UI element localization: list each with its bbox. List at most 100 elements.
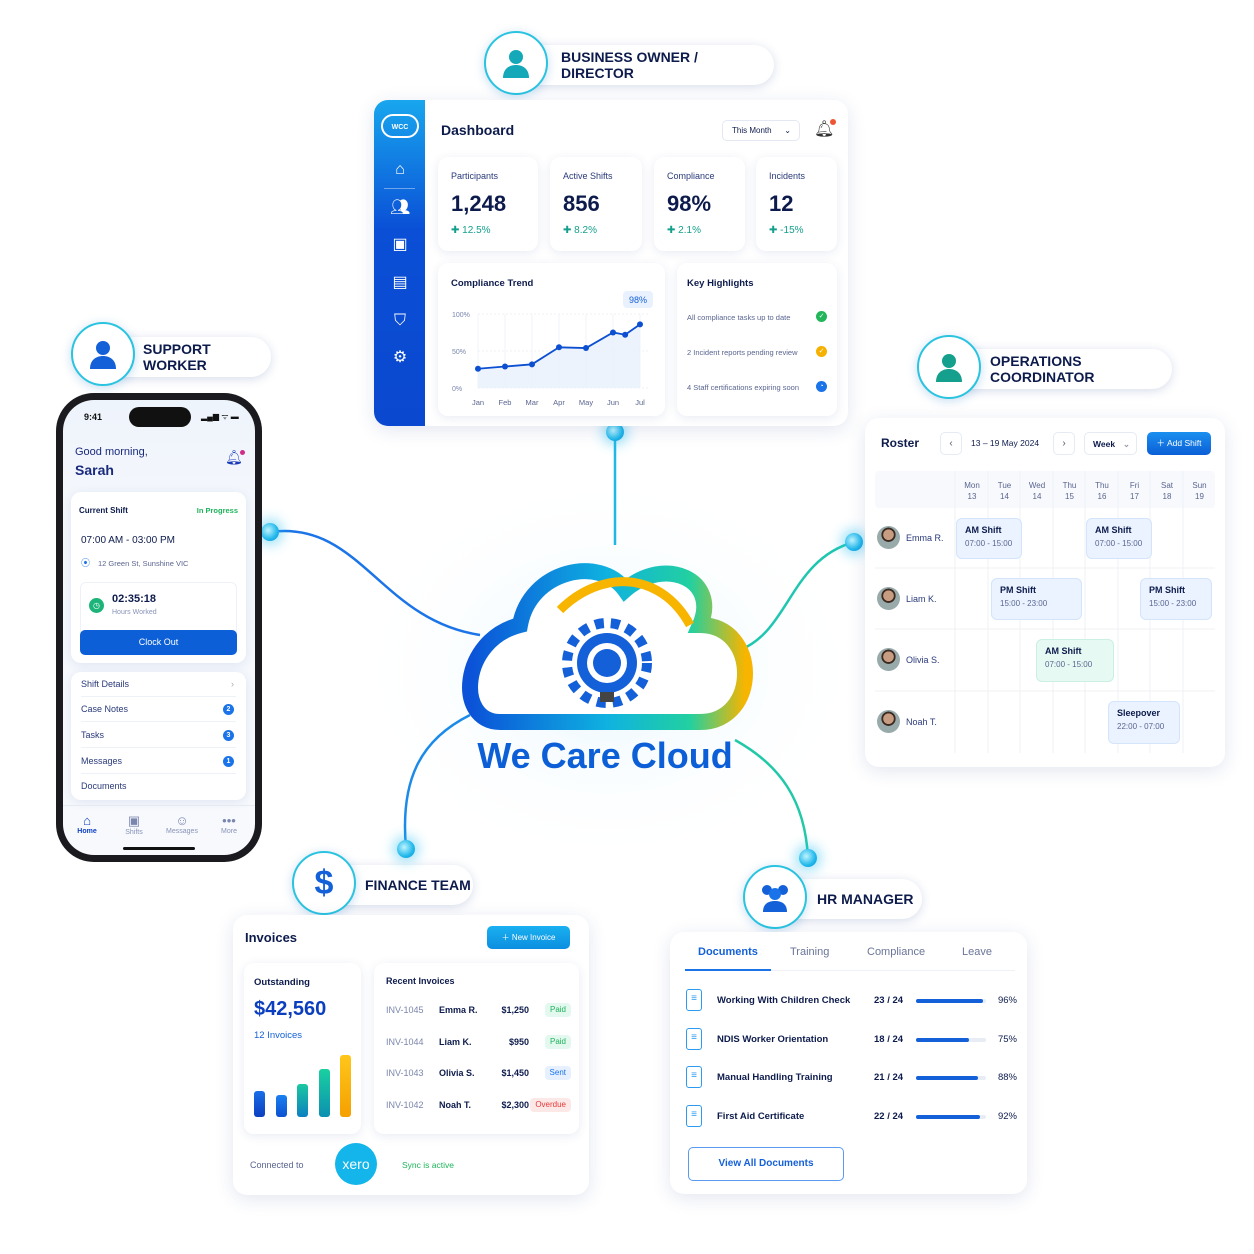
shift-title: Current Shift [79, 506, 128, 515]
tab-leave[interactable]: Leave [962, 946, 992, 958]
bell-icon[interactable]: 🔔︎ [814, 119, 837, 138]
calendar-icon[interactable]: ▣ [392, 236, 408, 253]
invoice-amount: $2,300 [501, 1099, 529, 1110]
invoice-count: 12 Invoices [254, 1030, 303, 1041]
period-select[interactable]: This Month⌄ [722, 120, 800, 141]
add-shift-label: Add Shift [1166, 438, 1202, 448]
day-number: 18 [1162, 492, 1172, 501]
home-icon[interactable]: ⌂ [395, 161, 405, 178]
y-tick-label: 50% [452, 349, 466, 356]
shift-time: 15:00 - 23:00 [1000, 599, 1048, 608]
view-all-documents-button[interactable]: View All Documents [688, 1147, 844, 1181]
tab-documents[interactable]: Documents [698, 946, 758, 958]
tab-training[interactable]: Training [790, 946, 830, 958]
clock-out-button[interactable]: Clock Out [80, 630, 237, 655]
nav-more[interactable]: •••More [209, 813, 249, 835]
menu-shift-details[interactable]: Shift Details› [81, 672, 236, 697]
day-number: 17 [1130, 492, 1139, 501]
check-icon: ✓ [816, 311, 827, 322]
invoice-client: Olivia S. [439, 1068, 475, 1078]
progress-fill [916, 999, 984, 1003]
staff-row-label: Emma R. [877, 526, 944, 549]
document-percent: 96% [997, 995, 1017, 1006]
shift-name: AM Shift [965, 525, 1002, 535]
highlight-item: All compliance tasks up to date [687, 313, 791, 322]
day-number: 14 [1032, 492, 1042, 501]
add-shift-button[interactable]: ＋ Add Shift [1147, 432, 1211, 455]
menu-label: Documents [81, 781, 127, 791]
connector-node [397, 840, 415, 858]
users-icon[interactable]: 👥︎ [390, 199, 411, 216]
xero-text: xero [342, 1156, 370, 1172]
data-point [637, 321, 643, 328]
document-name: NDIS Worker Orientation [717, 1033, 829, 1045]
connector-node [799, 849, 817, 867]
page-title: Dashboard [441, 122, 515, 138]
key-highlights-card: Key Highlights All compliance tasks up t… [677, 263, 837, 416]
role-label-owner: BUSINESS OWNER / DIRECTOR [520, 45, 774, 85]
shield-icon[interactable]: ⛉ [393, 312, 406, 329]
tab-compliance[interactable]: Compliance [867, 946, 926, 958]
calendar-icon: ▣ [127, 813, 141, 828]
user-icon [917, 335, 981, 399]
progress-fill [916, 1076, 978, 1080]
stat-value: 12 [769, 191, 794, 216]
chevron-down-icon: ⌄ [1122, 439, 1130, 449]
invoice-bar [297, 1084, 308, 1117]
staff-row-label: Noah T. [877, 710, 937, 733]
prev-week-button[interactable]: ‹ [940, 432, 962, 455]
shift-status: In Progress [196, 506, 238, 515]
nav-messages[interactable]: ☺Messages [162, 813, 202, 835]
day-header: Thu 16 [1086, 480, 1118, 502]
sidebar: WCC ⌂ 👥︎ ▣ ▤ ⛉ ⚙ [374, 100, 425, 426]
settings-icon[interactable]: ⚙ [392, 349, 408, 366]
reports-icon[interactable]: ▤ [392, 274, 408, 291]
view-select[interactable]: Week⌄ [1084, 432, 1137, 455]
bottom-nav-divider [63, 805, 255, 806]
dollar-icon: $ [292, 851, 356, 915]
menu-documents[interactable]: Documents [81, 774, 236, 799]
next-week-button[interactable]: › [1053, 432, 1075, 455]
connector-node [845, 533, 863, 551]
invoice-client: Emma R. [439, 1005, 478, 1015]
connected-label: Connected to [250, 1160, 304, 1170]
stat-delta: ✚ 12.5% [451, 225, 491, 236]
new-invoice-button[interactable]: ＋ New Invoice [487, 926, 570, 949]
home-icon: ⌂ [83, 813, 91, 828]
nav-shifts[interactable]: ▣Shifts [114, 813, 154, 836]
day-name: Thu [1095, 481, 1109, 490]
delta-value: 8.2% [574, 225, 597, 236]
day-name: Thu [1062, 481, 1077, 490]
home-indicator [123, 847, 195, 850]
connector-node [261, 523, 279, 541]
shift-time: 07:00 - 15:00 [1095, 539, 1143, 548]
timer-value: 02:35:18 [112, 593, 157, 605]
day-name: Sat [1160, 481, 1173, 490]
nav-home[interactable]: ⌂Home [67, 813, 107, 835]
chevron-down-icon: ⌄ [784, 126, 791, 135]
bell-icon[interactable]: 🔔︎ [225, 449, 245, 465]
logo-text: WCC [391, 124, 409, 131]
day-number: 16 [1097, 492, 1107, 501]
